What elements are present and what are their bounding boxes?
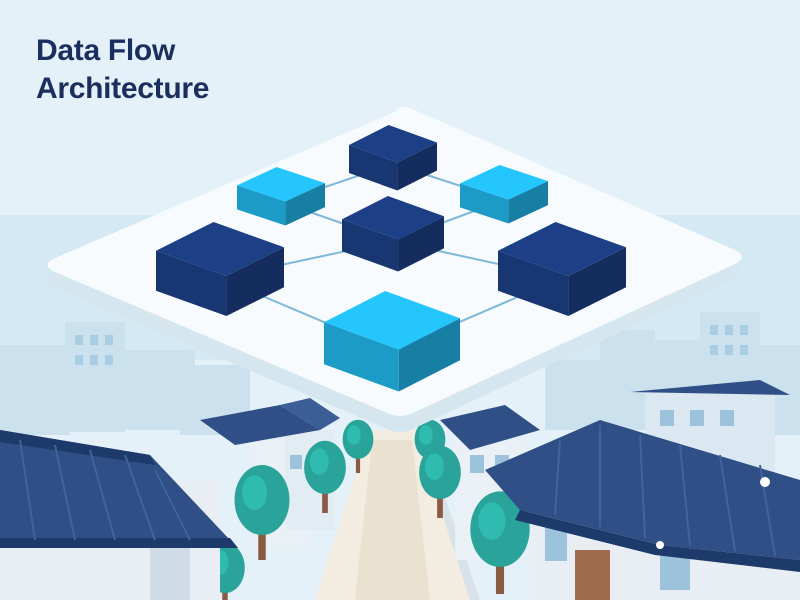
node-center [342,196,444,272]
tree [419,445,461,518]
node-top-center [349,125,437,191]
node-bottom [324,291,460,392]
tree [304,440,346,513]
node-upper-right [460,165,548,224]
node-upper-left [237,167,325,226]
diagram-nodes [156,125,626,392]
title-line-1: Data Flow [36,34,175,67]
street-center [355,440,430,600]
node-right [498,222,626,316]
title-line-2: Architecture [36,72,210,105]
distant-windows [75,325,748,365]
left-traditional-house [0,430,238,600]
tree [342,419,374,473]
node-left [156,222,284,316]
right-traditional-house [485,420,800,600]
tree [470,491,530,594]
diagram-title: Data Flow Architecture [36,32,209,108]
tree [234,465,290,560]
